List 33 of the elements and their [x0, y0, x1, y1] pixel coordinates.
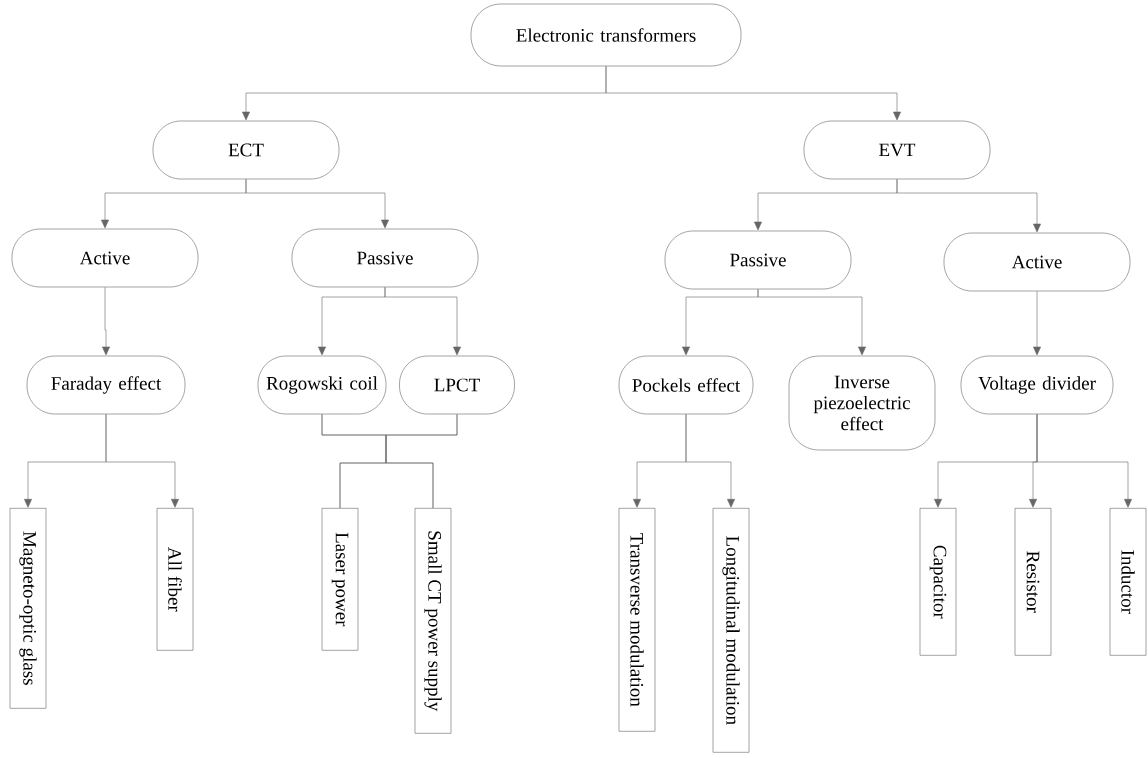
- connector: [896, 179, 1041, 233]
- text-box: Inductor: [1109, 508, 1147, 656]
- rounded-box: Faraday effect: [26, 355, 186, 415]
- connector: [385, 414, 458, 509]
- connector: [685, 414, 735, 508]
- connector: [384, 287, 461, 356]
- connector: [245, 179, 389, 229]
- connector: [605, 66, 901, 121]
- rounded-box: ECT: [152, 120, 340, 180]
- rounded-box: Pockels effect: [618, 355, 754, 415]
- text-box: Transverse modulation: [618, 508, 656, 732]
- rounded-box: Passive: [664, 230, 852, 290]
- rounded-box: Passive: [291, 228, 479, 288]
- connector: [757, 289, 866, 356]
- text-box: All fiber: [156, 508, 194, 651]
- connector: [105, 414, 179, 508]
- connector: [1033, 291, 1041, 356]
- text-box: Laser power: [321, 508, 359, 651]
- rounded-box: Inverse piezoelectric effect: [788, 355, 936, 451]
- text-box: Longitudinal modulation: [712, 508, 750, 753]
- text-box: Capacitor: [919, 508, 957, 656]
- text-box: Resistor: [1014, 508, 1052, 656]
- rounded-box: Electronic transformers: [470, 3, 742, 67]
- rounded-box: Active: [943, 232, 1131, 292]
- rounded-box: EVT: [803, 120, 991, 180]
- rounded-box: Rogowski coil: [257, 355, 387, 415]
- connector: [102, 287, 110, 356]
- text-box: Magneto-optic glass: [9, 508, 47, 709]
- connector: [1036, 414, 1132, 508]
- rounded-box: LPCT: [399, 355, 515, 415]
- rounded-box: Voltage divider: [960, 355, 1114, 415]
- rounded-box: Active: [11, 228, 199, 288]
- text-box: Small CT power supply: [414, 508, 452, 734]
